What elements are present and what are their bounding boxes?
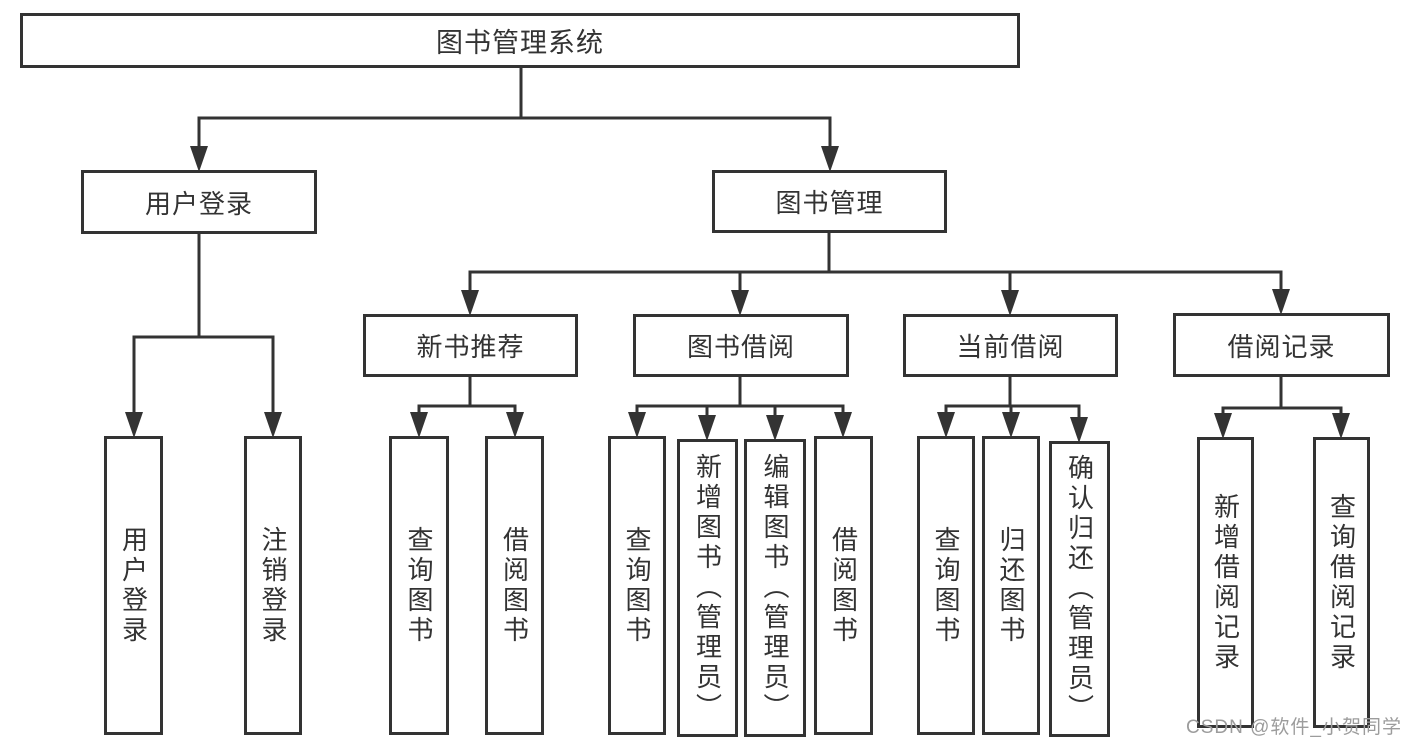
arrow-down-icon (461, 290, 479, 316)
arrow-down-icon (190, 146, 208, 172)
leaf-label: 新增借阅记录 (1210, 492, 1241, 673)
leaf-query-books-current: 查询图书 (917, 436, 975, 735)
leaf-user-login: 用户登录 (104, 436, 163, 735)
node-book-management: 图书管理 (712, 170, 947, 233)
node-book-borrowing: 图书借阅 (633, 314, 849, 377)
node-user-login: 用户登录 (81, 170, 317, 234)
leaf-label: 新增图书（管理员） (692, 453, 723, 723)
node-label: 新书推荐 (416, 332, 525, 362)
leaf-confirm-return-admin: 确认归还（管理员） (1049, 441, 1110, 737)
arrow-down-icon (1332, 413, 1350, 439)
node-label: 当前借阅 (956, 332, 1065, 362)
arrow-down-icon (125, 412, 143, 438)
leaf-add-borrow-record: 新增借阅记录 (1197, 437, 1254, 728)
arrow-down-icon (1001, 290, 1019, 316)
arrow-down-icon (264, 412, 282, 438)
arrow-down-icon (628, 412, 646, 438)
arrow-down-icon (1214, 413, 1232, 439)
arrow-down-icon (410, 412, 428, 438)
leaf-label: 编辑图书（管理员） (760, 453, 790, 723)
leaf-query-books-recommend: 查询图书 (389, 436, 449, 735)
leaf-borrow-books: 借阅图书 (814, 436, 873, 735)
leaf-label: 归还图书 (996, 525, 1026, 646)
leaf-label: 查询图书 (931, 525, 961, 646)
arrow-down-icon (1272, 289, 1290, 315)
node-label: 图书管理 (775, 188, 884, 218)
leaf-label: 查询图书 (404, 525, 434, 646)
leaf-label: 查询图书 (622, 525, 652, 646)
arrow-down-icon (698, 415, 716, 441)
leaf-return-books: 归还图书 (982, 436, 1040, 735)
leaf-label: 查询借阅记录 (1326, 492, 1357, 673)
arrow-down-icon (506, 412, 524, 438)
arrow-down-icon (1002, 412, 1020, 438)
leaf-query-borrow-record: 查询借阅记录 (1313, 437, 1370, 728)
arrow-down-icon (937, 412, 955, 438)
leaf-logout: 注销登录 (244, 436, 302, 735)
csdn-watermark: CSDN @软件_小贺同学 (1186, 717, 1402, 738)
node-new-book-recommend: 新书推荐 (363, 314, 578, 377)
node-label: 图书管理系统 (436, 28, 604, 58)
node-system-root: 图书管理系统 (20, 13, 1020, 68)
arrow-down-icon (731, 290, 749, 316)
arrow-down-icon (834, 412, 852, 438)
leaf-label: 借阅图书 (499, 525, 530, 646)
leaf-add-books-admin: 新增图书（管理员） (677, 439, 738, 737)
arrowhead-icons (125, 146, 1350, 443)
leaf-borrow-books-recommend: 借阅图书 (485, 436, 544, 735)
leaf-edit-books-admin: 编辑图书（管理员） (744, 439, 806, 737)
arrow-down-icon (821, 146, 839, 172)
node-current-borrowing: 当前借阅 (903, 314, 1118, 377)
node-label: 借阅记录 (1227, 331, 1336, 362)
leaf-label: 借阅图书 (828, 525, 859, 646)
arrow-down-icon (766, 415, 784, 441)
node-label: 图书借阅 (686, 332, 795, 362)
node-borrowing-records: 借阅记录 (1173, 313, 1390, 377)
arrow-down-icon (1070, 417, 1088, 443)
leaf-label: 注销登录 (258, 525, 288, 646)
leaf-label: 确认归还（管理员） (1064, 454, 1095, 724)
leaf-query-books-borrowing: 查询图书 (608, 436, 666, 735)
leaf-label: 用户登录 (118, 525, 149, 646)
node-label: 用户登录 (144, 188, 253, 219)
